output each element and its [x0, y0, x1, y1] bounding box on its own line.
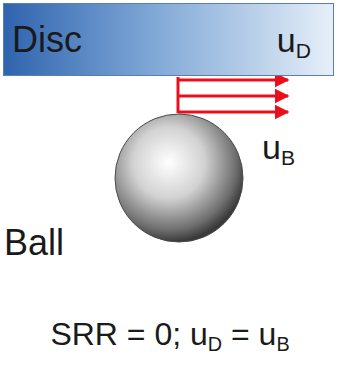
ball-circle — [115, 114, 243, 242]
ball-shape — [114, 113, 244, 243]
velocity-profile — [178, 77, 288, 113]
velocity-arrow — [178, 95, 288, 98]
condition-equation: SRR = 0; uD = uB — [50, 318, 289, 350]
velocity-label: uD — [277, 23, 311, 57]
part-name: Ball — [4, 225, 64, 261]
part-name: Disc — [12, 22, 82, 58]
velocity-label: uB — [262, 130, 295, 164]
disc-body: Disc uD — [3, 3, 334, 76]
velocity-arrow — [178, 79, 288, 82]
velocity-arrow — [178, 111, 288, 114]
ball-body: Ball — [114, 113, 244, 243]
